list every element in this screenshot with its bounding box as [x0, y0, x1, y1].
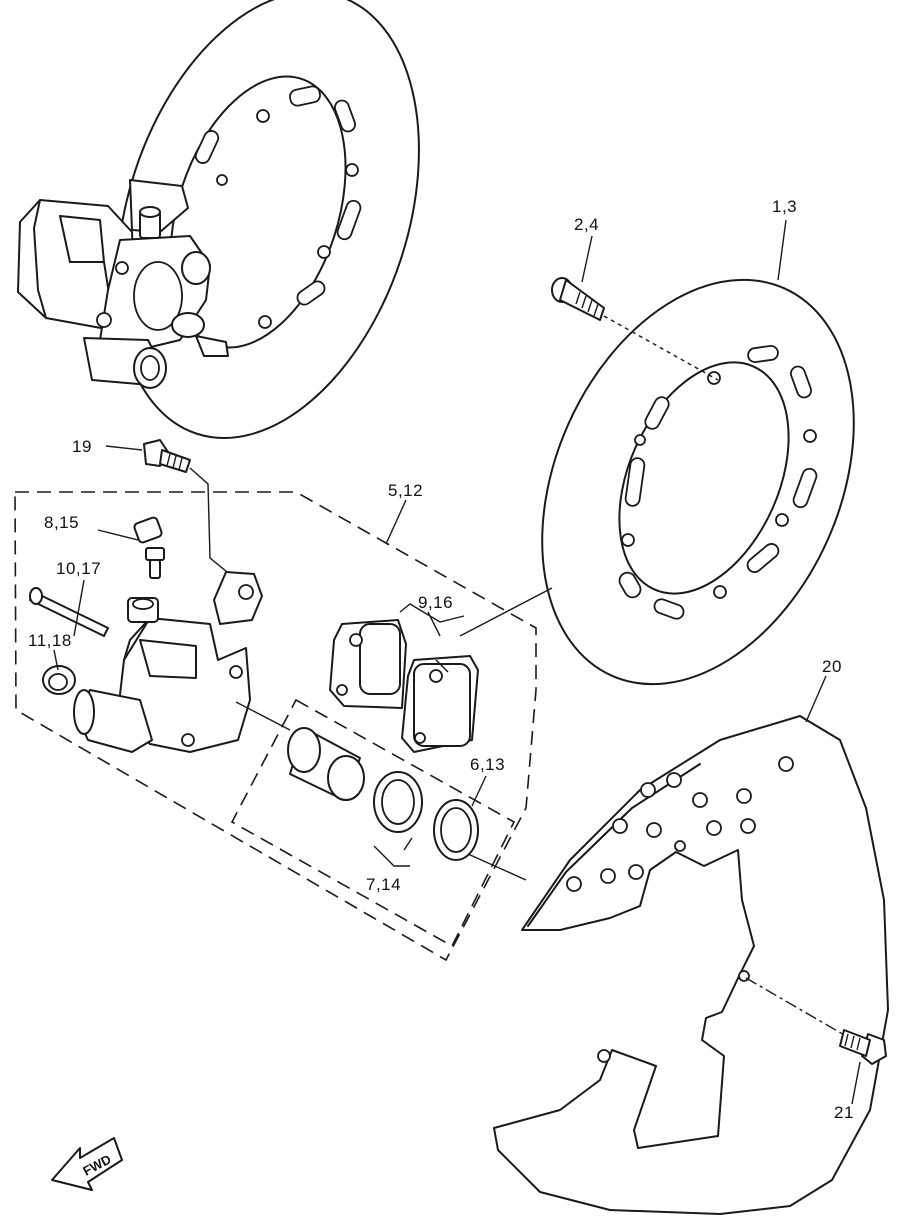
bolt-align-line	[603, 315, 719, 381]
label-7-14: 7,14	[366, 875, 401, 894]
label-5-12: 5,12	[388, 481, 423, 500]
seal-kit-outline	[230, 698, 516, 948]
fwd-arrow-icon: FWD	[51, 1137, 123, 1191]
seal-to-shield-line	[467, 853, 527, 881]
shield-bolt-line	[745, 977, 847, 1037]
caliper-bolt	[143, 439, 191, 473]
shield-bolt	[839, 1029, 887, 1065]
bleed-screw	[133, 516, 165, 579]
label-11-18: 11,18	[28, 631, 72, 650]
label-2-4: 2,4	[574, 215, 599, 234]
dust-seal	[373, 771, 423, 833]
piston-seal	[433, 799, 479, 861]
label-6-13: 6,13	[470, 755, 505, 774]
label-1-3: 1,3	[772, 197, 797, 216]
label-20: 20	[822, 657, 842, 676]
disc-bolt	[551, 277, 605, 321]
assembled-caliper	[17, 179, 229, 389]
caliper-body	[73, 571, 263, 753]
pin-boot	[42, 665, 76, 695]
bolt-to-bracket-line	[189, 467, 233, 577]
caliper-pin	[29, 587, 109, 637]
label-19: 19	[72, 437, 92, 456]
label-9-16: 9,16	[418, 593, 453, 612]
label-10-17: 10,17	[56, 559, 101, 578]
label-8-15: 8,15	[44, 513, 79, 532]
seal-align-line	[235, 701, 291, 731]
brake-shield	[493, 715, 889, 1215]
label-21: 21	[834, 1103, 854, 1122]
brake-disc	[541, 278, 855, 686]
kit-outline	[14, 491, 537, 962]
piston	[287, 727, 365, 801]
brake-pads	[329, 619, 479, 753]
